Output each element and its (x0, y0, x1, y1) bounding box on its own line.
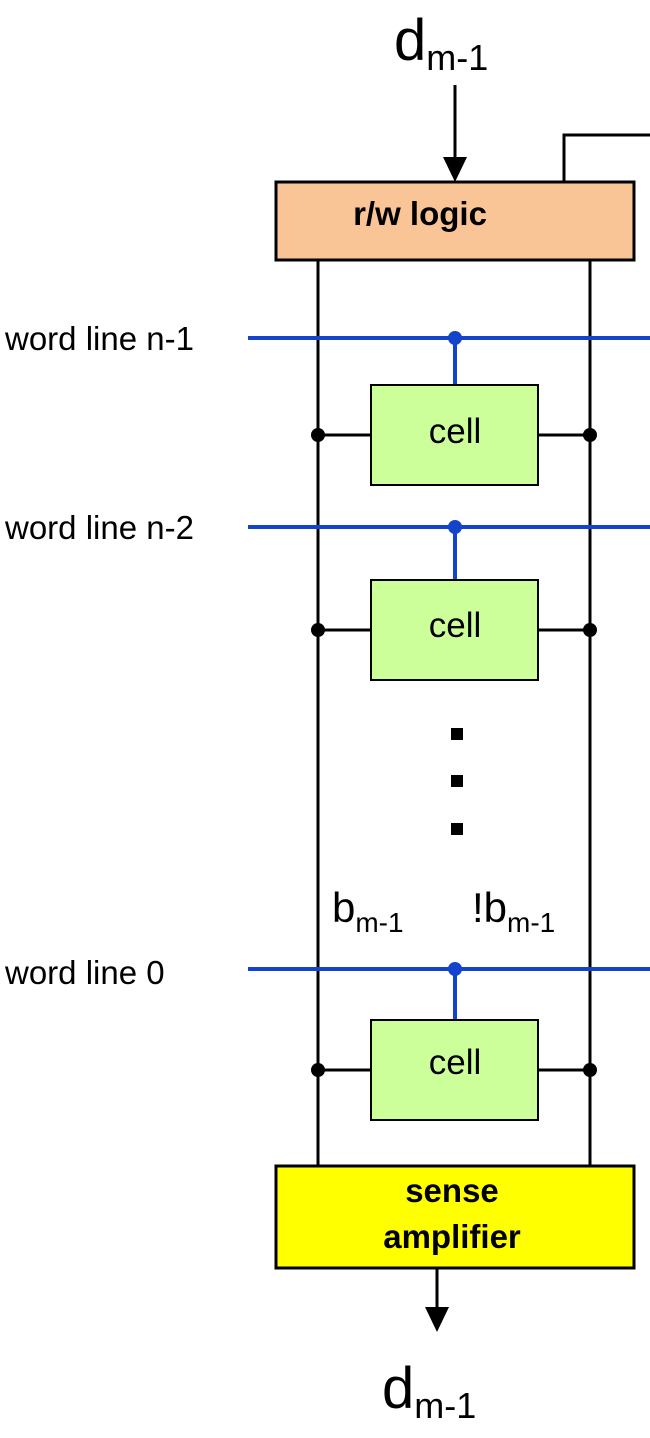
word-line-label: word line n-2 (4, 509, 194, 546)
bit-line-b-symbol: b (332, 884, 355, 931)
b-junction (311, 1063, 325, 1077)
bit-line-b-bar-symbol: !b (472, 884, 507, 931)
word-line-label: word line n-1 (4, 320, 194, 357)
input-arrow-head (443, 157, 467, 182)
input-symbol: d (394, 8, 426, 73)
b-bar-junction (583, 428, 597, 442)
sense-amplifier-line1: sense (405, 1172, 499, 1209)
bit-line-b-bar-subscript: m-1 (507, 907, 555, 938)
cell-label: cell (429, 1043, 482, 1082)
word-line-label: word line 0 (4, 954, 165, 991)
output-arrow-head (425, 1307, 449, 1332)
rw-logic-label: r/w logic (353, 195, 487, 232)
b-junction (311, 428, 325, 442)
b-bar-junction (583, 1063, 597, 1077)
input-label: dm-1 (394, 8, 488, 78)
bit-line-b-subscript: m-1 (355, 907, 403, 938)
bit-line-b-bar-label: !bm-1 (472, 884, 555, 938)
output-subscript: m-1 (414, 1385, 476, 1426)
cell-label: cell (429, 412, 482, 451)
ellipsis-dot (451, 823, 463, 835)
b-junction (311, 623, 325, 637)
sense-amplifier-box (274, 1164, 636, 1270)
sense-amplifier-line2: amplifier (383, 1218, 521, 1255)
cell-label: cell (429, 606, 482, 645)
output-label: dm-1 (382, 1356, 476, 1426)
output-symbol: d (382, 1356, 414, 1421)
control-line (562, 133, 650, 183)
rw-logic-box (274, 180, 636, 262)
memory-cell (370, 384, 539, 486)
memory-cell (370, 1019, 539, 1121)
bit-line-b-label: bm-1 (332, 884, 404, 938)
ellipsis-dot (451, 728, 463, 740)
b-bar-junction (583, 623, 597, 637)
input-subscript: m-1 (426, 37, 488, 78)
ellipsis-dot (451, 775, 463, 787)
